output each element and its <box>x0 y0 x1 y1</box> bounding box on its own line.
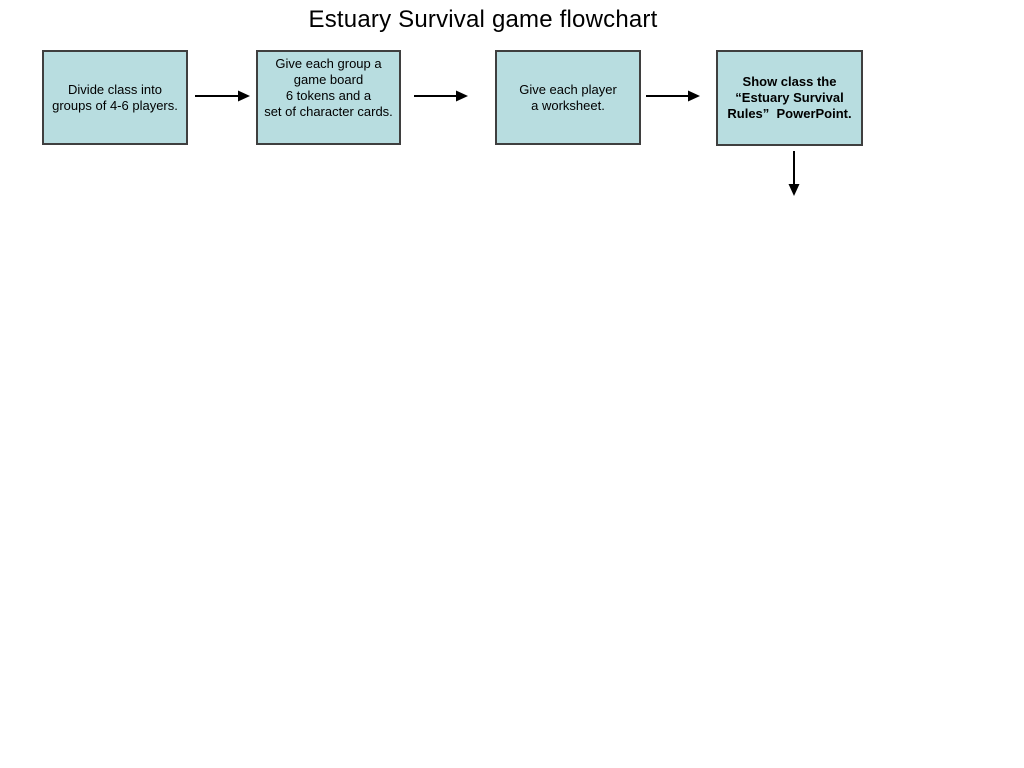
flow-step-give-player-worksheet-text: Give each player a worksheet. <box>519 81 617 113</box>
arrow-down-icon <box>788 151 800 196</box>
page-title: Estuary Survival game flowchart <box>308 6 658 33</box>
flow-step-give-group-materials: Give each group a game board 6 tokens an… <box>256 50 401 145</box>
flow-step-give-player-worksheet: Give each player a worksheet. <box>495 50 641 145</box>
arrow-right-icon <box>195 90 250 102</box>
arrow-right-icon <box>646 90 700 102</box>
arrow-right-icon <box>414 90 468 102</box>
flow-step-give-group-materials-text: Give each group a game board 6 tokens an… <box>264 56 393 119</box>
flow-step-show-powerpoint: Show class the “Estuary Survival Rules” … <box>716 50 863 146</box>
flow-step-divide-class: Divide class into groups of 4-6 players. <box>42 50 188 145</box>
flow-step-divide-class-text: Divide class into groups of 4-6 players. <box>52 81 178 113</box>
flow-step-show-powerpoint-text: Show class the “Estuary Survival Rules” … <box>727 74 852 121</box>
